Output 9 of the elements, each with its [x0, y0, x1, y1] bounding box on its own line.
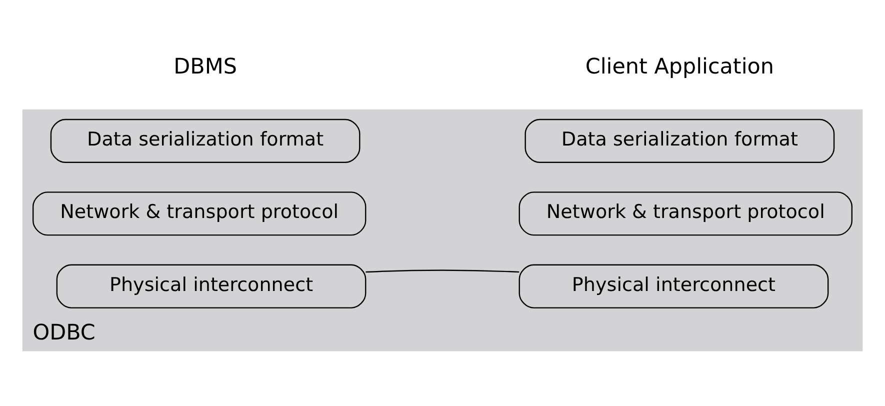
label: Client Application [585, 54, 774, 79]
connector [366, 269, 520, 272]
node-box: Physical interconnect [518, 264, 829, 308]
node-box: Network & transport protocol [32, 191, 366, 236]
node-box: Data serialization format [50, 118, 360, 162]
node-box: Physical interconnect [56, 264, 366, 308]
label: DBMS [174, 54, 237, 79]
node-box: Data serialization format [524, 118, 835, 162]
node-box: Network & transport protocol [518, 191, 852, 236]
